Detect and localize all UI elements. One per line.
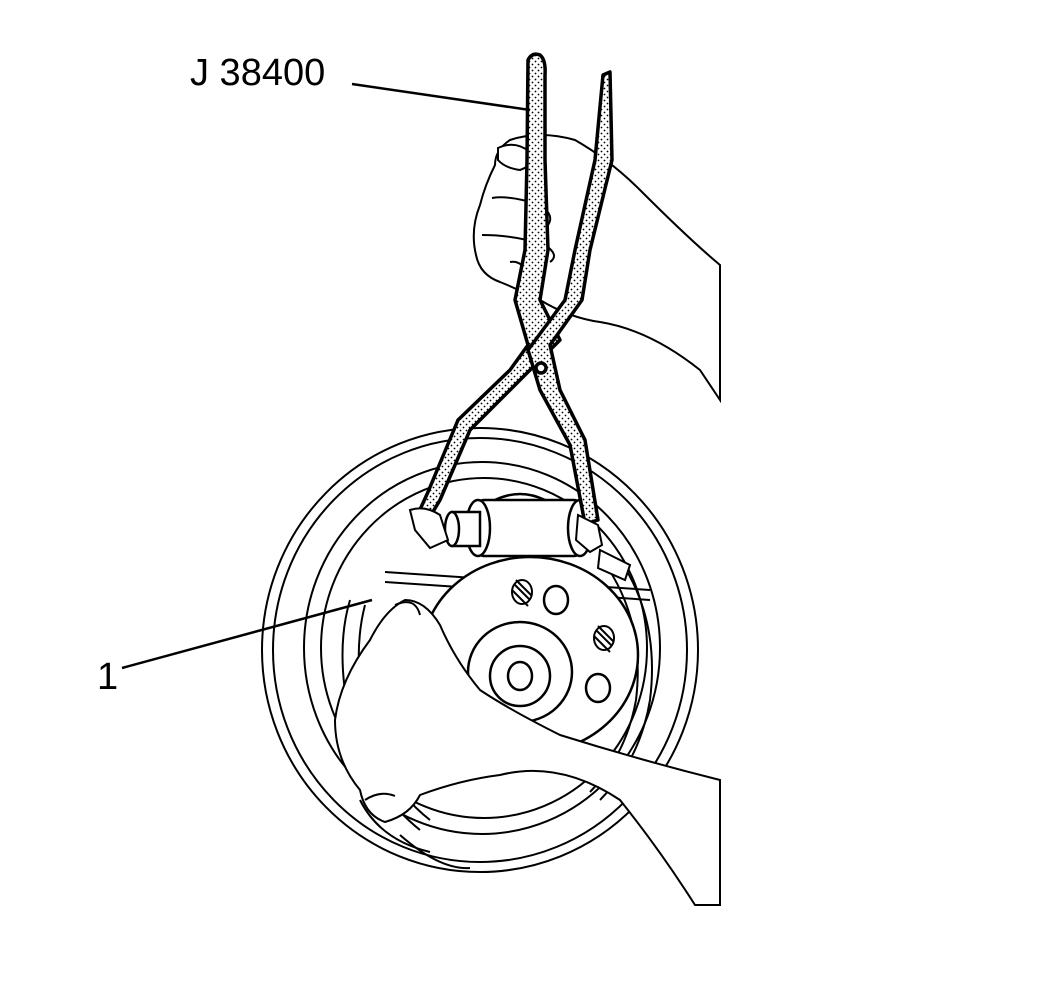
leader-line-part-1 (121, 598, 373, 670)
wheel-studs (511, 579, 615, 653)
brake-spring-pliers-tool (416, 52, 614, 526)
wheel-hub (420, 555, 640, 755)
callout-label-tool: J 38400 (190, 52, 326, 94)
callout-label-part-1: 1 (97, 656, 119, 698)
wheel-cylinder (443, 492, 594, 558)
lower-hand (333, 598, 721, 906)
leader-line-tool (351, 82, 531, 112)
callout-leader-lines (121, 82, 531, 670)
brake-spring (408, 507, 632, 582)
brake-drum (261, 427, 699, 873)
